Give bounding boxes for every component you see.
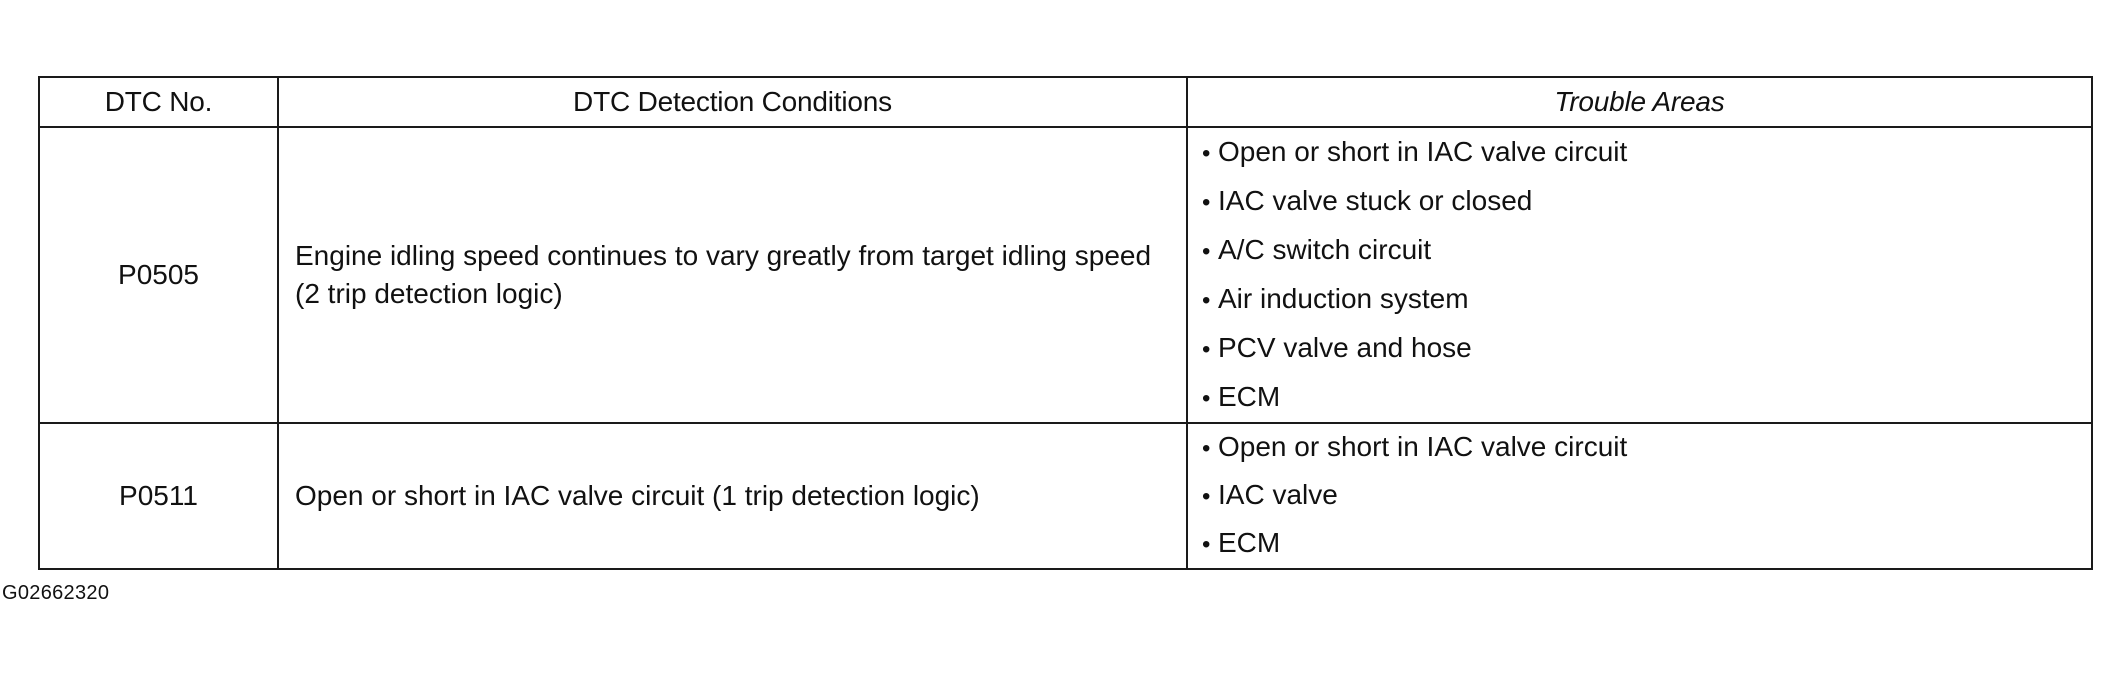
trouble-areas-list: • Open or short in IAC valve circuit • IAC… <box>1202 128 2091 422</box>
table-row: P0505 Engine idling speed continues to v… <box>38 126 2093 424</box>
bullet-icon: • <box>1202 238 1211 265</box>
trouble-area-text: PCV valve and hose <box>1218 332 1472 363</box>
bullet-icon: • <box>1202 385 1211 412</box>
list-item: • Air induction system <box>1202 275 2091 324</box>
trouble-area-text: A/C switch circuit <box>1218 234 1432 265</box>
dtc-code: P0511 <box>38 422 279 570</box>
figure-id: G02662320 <box>2 582 110 604</box>
trouble-areas-cell: • Open or short in IAC valve circuit • IAC… <box>1186 422 2093 570</box>
bullet-icon: • <box>1202 189 1211 216</box>
trouble-area-text: ECM <box>1218 527 1281 558</box>
header-detection-conditions: DTC Detection Conditions <box>277 76 1188 128</box>
header-dtc-no: DTC No. <box>38 76 279 128</box>
dtc-code: P0505 <box>38 126 279 424</box>
list-item: • IAC valve stuck or closed <box>1202 177 2091 226</box>
trouble-area-text: ECM <box>1218 381 1281 412</box>
table-row: P0511 Open or short in IAC valve circuit… <box>38 422 2093 570</box>
trouble-area-text: Open or short in IAC valve circuit <box>1218 431 1628 462</box>
list-item: • PCV valve and hose <box>1202 324 2091 373</box>
detection-condition: Engine idling speed continues to vary gr… <box>277 126 1188 424</box>
bullet-icon: • <box>1202 531 1211 558</box>
bullet-icon: • <box>1202 140 1211 167</box>
list-item: • ECM <box>1202 373 2091 422</box>
trouble-area-text: IAC valve stuck or closed <box>1218 185 1533 216</box>
trouble-areas-list: • Open or short in IAC valve circuit • IAC… <box>1202 424 2091 568</box>
trouble-area-text: Open or short in IAC valve circuit <box>1218 136 1628 167</box>
trouble-areas-cell: • Open or short in IAC valve circuit • IAC… <box>1186 126 2093 424</box>
trouble-area-text: Air induction system <box>1218 283 1469 314</box>
dtc-table: DTC No. DTC Detection Conditions Trouble… <box>38 76 2093 570</box>
bullet-icon: • <box>1202 336 1211 363</box>
list-item: • A/C switch circuit <box>1202 226 2091 275</box>
bullet-icon: • <box>1202 287 1211 314</box>
list-item: • ECM <box>1202 520 2091 568</box>
header-trouble-areas: Trouble Areas <box>1186 76 2093 128</box>
bullet-icon: • <box>1202 435 1211 462</box>
trouble-area-text: IAC valve <box>1218 479 1338 510</box>
list-item: • IAC valve <box>1202 472 2091 520</box>
table-header-row: DTC No. DTC Detection Conditions Trouble… <box>38 76 2093 128</box>
list-item: • Open or short in IAC valve circuit <box>1202 424 2091 472</box>
detection-condition: Open or short in IAC valve circuit (1 tr… <box>277 422 1188 570</box>
list-item: • Open or short in IAC valve circuit <box>1202 128 2091 177</box>
bullet-icon: • <box>1202 483 1211 510</box>
